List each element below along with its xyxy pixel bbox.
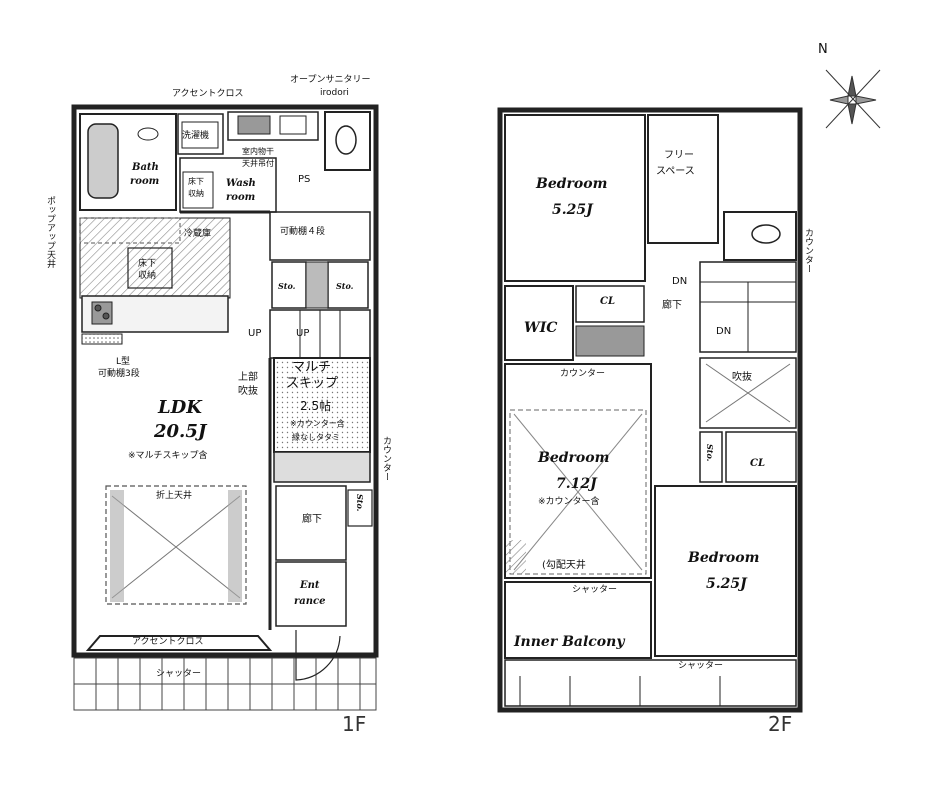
l-shape-label-2: 可動棚3段 bbox=[98, 369, 140, 379]
bath-room bbox=[79, 113, 177, 211]
sto-2f-label: Sto. bbox=[705, 444, 715, 462]
bedroom-b-label: Bedroom bbox=[538, 450, 610, 466]
underfloor-storage bbox=[127, 247, 173, 289]
bedroom-a-label: Bedroom bbox=[536, 176, 608, 192]
up-a-label: UP bbox=[248, 328, 262, 339]
floor1-label: 1F bbox=[342, 712, 367, 736]
inner-balcony-area bbox=[504, 581, 652, 659]
l-shape-label-1: L型 bbox=[116, 357, 131, 367]
void-2f-label: 吹抜 bbox=[732, 372, 752, 383]
entrance bbox=[275, 561, 347, 627]
sto-b-label: Sto. bbox=[336, 281, 354, 291]
multi-skip-label-1: マルチ bbox=[292, 360, 332, 375]
dn-b-label: DN bbox=[716, 326, 732, 337]
accent-cross-bottom-label: アクセントクロス bbox=[132, 637, 204, 647]
corridor-1f-label: 廊下 bbox=[302, 514, 322, 525]
upper-void-label-2: 吹抜 bbox=[238, 386, 258, 397]
bedroom-c-size: 5.25J bbox=[706, 576, 747, 592]
underfloor-label-2: 収納 bbox=[138, 271, 157, 281]
counter-wic-label: カウンター bbox=[560, 369, 606, 379]
open-sanitary-label: オープンサニタリー bbox=[290, 75, 371, 85]
accent-cross-top-label: アクセントクロス bbox=[172, 89, 244, 99]
storage-2f bbox=[699, 431, 723, 483]
free-space-label-1: フリー bbox=[664, 150, 694, 161]
counter-side-label: カウンター bbox=[381, 436, 391, 481]
sloped-ceiling-label: (勾配天井 bbox=[542, 560, 586, 571]
irodori-label: irodori bbox=[320, 88, 349, 98]
dn-a-label: DN bbox=[672, 276, 688, 287]
counter-wc-label: カウンター bbox=[803, 228, 813, 273]
underfloor-small-label-1: 床下 bbox=[188, 177, 204, 186]
closet-b bbox=[725, 431, 797, 483]
multi-skip-label-2: スキップ bbox=[286, 376, 339, 391]
popup-ceiling-label: ポップアップ天井 bbox=[45, 196, 55, 268]
toilet-2f bbox=[723, 211, 797, 261]
bath-label-1: Bath bbox=[132, 162, 159, 173]
sto-a-label: Sto. bbox=[278, 281, 296, 291]
bedroom-b-size: 7.12J bbox=[556, 476, 597, 492]
sto-c-label: Sto. bbox=[355, 494, 365, 512]
multi-skip-floor bbox=[273, 357, 371, 453]
indoor-dry-label-2: 天井吊付 bbox=[242, 159, 274, 168]
floor2-label: 2F bbox=[768, 712, 793, 736]
bedroom-a-size: 5.25J bbox=[552, 202, 593, 218]
floor2-plan bbox=[497, 107, 803, 713]
shutter-2f-a-label: シャッター bbox=[572, 585, 618, 595]
inner-balcony-label: Inner Balcony bbox=[514, 634, 625, 650]
floor1-plan bbox=[71, 104, 379, 711]
folded-ceiling-label: 折上天井 bbox=[156, 491, 193, 501]
north-compass bbox=[825, 69, 881, 129]
entrance-label-2: rance bbox=[294, 596, 326, 607]
underfloor-label-1: 床下 bbox=[138, 259, 157, 269]
floor1-outer-wall bbox=[71, 104, 379, 658]
storage-c bbox=[347, 489, 373, 527]
fridge-label: 冷蔵庫 bbox=[184, 229, 212, 239]
corridor-1f bbox=[275, 485, 347, 561]
up-b-label: UP bbox=[296, 328, 310, 339]
laundry-area bbox=[177, 113, 224, 155]
popup-ceiling-zone bbox=[79, 217, 231, 299]
cl-a-label: CL bbox=[600, 296, 615, 307]
entrance-label-1: Ent bbox=[300, 580, 320, 591]
wash-label-1: Wash bbox=[226, 178, 256, 189]
cl-b-label: CL bbox=[750, 458, 765, 469]
bath-label-2: room bbox=[130, 176, 160, 187]
compass-north-label: N bbox=[818, 42, 828, 57]
open-sanitary-counter bbox=[227, 111, 319, 141]
wash-label-2: room bbox=[226, 192, 256, 203]
ldk-note: ※マルチスキップ含 bbox=[128, 451, 208, 461]
bedroom-b-note: ※カウンター含 bbox=[538, 497, 600, 507]
free-space-room bbox=[647, 114, 719, 244]
wic-label: WIC bbox=[524, 320, 558, 336]
ldk-size: 20.5J bbox=[154, 421, 207, 442]
multi-skip-note: ※カウンター含 bbox=[290, 419, 345, 428]
movable-shelf-label: 可動棚４段 bbox=[280, 227, 326, 237]
corridor-2f-label: 廊下 bbox=[662, 300, 682, 311]
indoor-dry-label-1: 室内物干 bbox=[242, 147, 274, 156]
bedroom-b-room bbox=[504, 363, 652, 579]
laundry-label: 洗濯機 bbox=[182, 131, 210, 141]
bedroom-a-room bbox=[504, 114, 646, 282]
folded-ceiling-zone bbox=[105, 485, 247, 605]
bedroom-c-label: Bedroom bbox=[688, 550, 760, 566]
movable-shelf-area bbox=[269, 211, 371, 261]
floor2-outer-wall bbox=[497, 107, 803, 713]
ldk-label: LDK bbox=[158, 397, 202, 418]
underfloor-small-label-2: 収納 bbox=[188, 189, 204, 198]
free-space-label-2: スペース bbox=[656, 166, 695, 177]
multi-skip-size: 2.5帖 bbox=[300, 399, 332, 413]
shutter-1f-label: シャッター bbox=[156, 669, 202, 679]
upper-void-label-1: 上部 bbox=[238, 372, 258, 383]
wic-room bbox=[504, 285, 574, 361]
ps-label: PS bbox=[298, 174, 311, 185]
bedroom-c-room bbox=[654, 485, 797, 657]
toilet-room bbox=[324, 111, 371, 171]
bathtub bbox=[87, 123, 119, 199]
multi-skip-tatami: 縁なしタタミ bbox=[292, 433, 340, 442]
void-2f bbox=[699, 357, 797, 429]
porch-tiles bbox=[73, 657, 377, 711]
shutter-2f-b-label: シャッター bbox=[678, 661, 724, 671]
closet-a bbox=[575, 285, 645, 323]
